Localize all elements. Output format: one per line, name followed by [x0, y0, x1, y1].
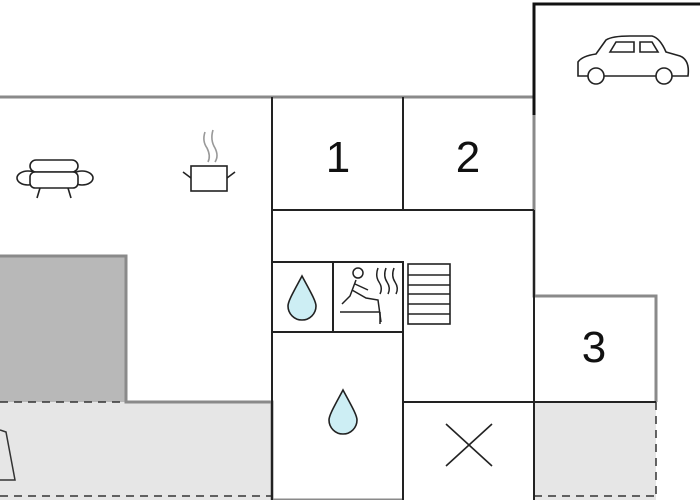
terrace-edges — [0, 401, 657, 497]
grey-floor-area — [0, 256, 126, 402]
sofa-icon — [16, 159, 94, 199]
room-1-label: 1 — [326, 133, 350, 182]
interior-walls — [271, 97, 656, 500]
terrace-left — [0, 402, 272, 500]
garage-wall — [532, 2, 700, 115]
terrace-furniture-icon — [0, 429, 16, 481]
water-drop-icon — [328, 388, 358, 435]
water-drop-icon — [287, 274, 317, 321]
terrace-right — [534, 402, 656, 500]
sauna-icon — [340, 267, 399, 324]
toilet-cross-icon — [445, 423, 493, 467]
car-icon — [577, 35, 690, 85]
room-2-label: 2 — [456, 133, 480, 182]
cooking-pot-icon — [182, 129, 236, 192]
room-3-label: 3 — [582, 323, 606, 372]
stairs-icon — [407, 263, 451, 325]
